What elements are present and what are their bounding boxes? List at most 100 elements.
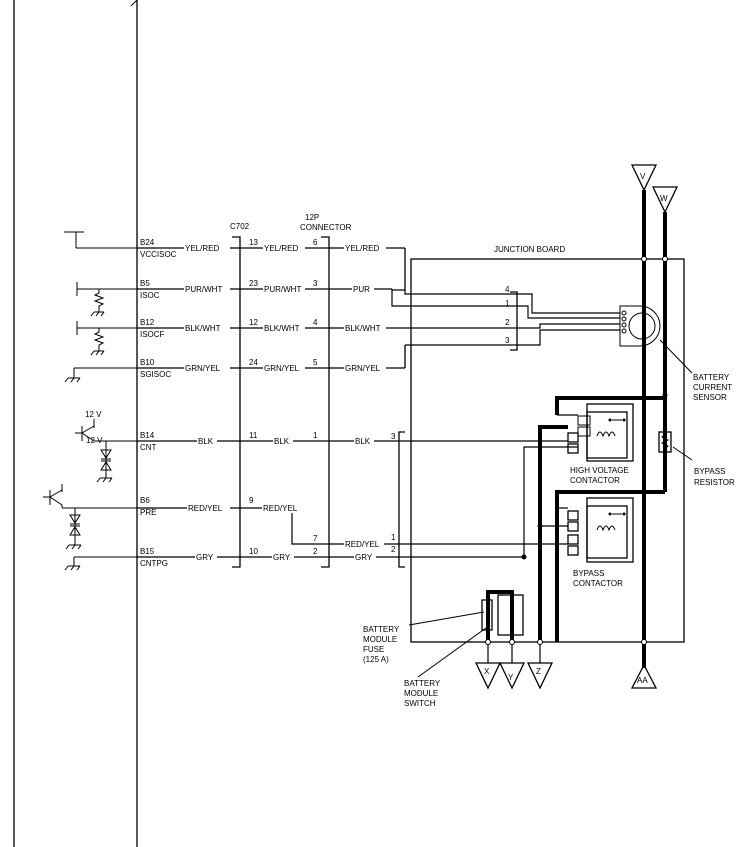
svg-text:(125 A): (125 A) (363, 655, 389, 664)
svg-text:BYPASS: BYPASS (694, 467, 725, 476)
svg-text:GRY: GRY (196, 553, 214, 562)
svg-text:1: 1 (391, 533, 396, 542)
circuit-row: B12 ISOCF BLK/WHT 12 BLK/WHT 4 BLK/WHT (137, 318, 510, 339)
svg-text:PUR/WHT: PUR/WHT (185, 285, 222, 294)
svg-text:GRN/YEL: GRN/YEL (185, 364, 221, 373)
svg-text:24: 24 (249, 358, 258, 367)
svg-text:PUR/WHT: PUR/WHT (264, 285, 301, 294)
svg-text:4: 4 (313, 318, 318, 327)
svg-text:PRE: PRE (140, 508, 156, 517)
svg-text:CONTACTOR: CONTACTOR (570, 476, 620, 485)
svg-text:X: X (484, 667, 490, 676)
svg-text:VCCISOC: VCCISOC (140, 250, 177, 259)
svg-text:10: 10 (249, 547, 258, 556)
svg-text:BLK/WHT: BLK/WHT (345, 324, 381, 333)
svg-text:2: 2 (505, 318, 510, 327)
svg-text:BLK/WHT: BLK/WHT (185, 324, 221, 333)
c702-label: C702 (230, 222, 250, 231)
current-sensor-connector: 4 1 2 3 (391, 285, 620, 351)
svg-text:V: V (640, 172, 646, 181)
svg-text:BATTERY: BATTERY (693, 373, 730, 382)
svg-text:3: 3 (313, 279, 318, 288)
svg-text:Y: Y (508, 673, 514, 682)
svg-text:CNTPG: CNTPG (140, 559, 168, 568)
svg-text:CURRENT: CURRENT (693, 383, 732, 392)
terminal-w: W (651, 186, 679, 214)
svg-text:B14: B14 (140, 431, 155, 440)
svg-text:RED/YEL: RED/YEL (345, 540, 380, 549)
circuit-row: B24 VCCISOC YEL/RED 13 YEL/RED 6 YEL/RED (137, 238, 405, 259)
svg-text:BYPASS: BYPASS (573, 569, 604, 578)
svg-text:11: 11 (249, 431, 258, 440)
svg-text:B5: B5 (140, 279, 150, 288)
12p-label-line2: CONNECTOR (300, 223, 352, 232)
connector-12p: 12P CONNECTOR (300, 213, 352, 568)
svg-text:BATTERY: BATTERY (404, 679, 441, 688)
svg-text:B12: B12 (140, 318, 155, 327)
circuit-row: B5 ISOC PUR/WHT 23 PUR/WHT 3 PUR (137, 279, 392, 300)
svg-text:CONTACTOR: CONTACTOR (573, 579, 623, 588)
svg-text:2: 2 (391, 545, 396, 554)
ecm-internal-circuits: 12 V 12 V (43, 231, 137, 571)
connector-c702: C702 (230, 222, 250, 568)
svg-text:W: W (660, 194, 668, 203)
svg-text:YEL/RED: YEL/RED (185, 244, 219, 253)
svg-text:BLK: BLK (198, 437, 214, 446)
svg-text:PUR: PUR (353, 285, 370, 294)
svg-text:6: 6 (313, 238, 318, 247)
svg-text:12: 12 (249, 318, 258, 327)
battery-module-fuse-switch: BATTERY MODULE FUSE (125 A) BATTERY MODU… (363, 508, 559, 708)
svg-text:MODULE: MODULE (363, 635, 397, 644)
svg-text:AA: AA (637, 676, 648, 685)
svg-text:B15: B15 (140, 547, 155, 556)
high-voltage-contactor: 3 HIGH VOLTAGE CONTACTOR (391, 396, 665, 642)
terminal-y: Y (498, 662, 526, 690)
high-voltage-lines (641, 190, 668, 668)
control-unit-block (13, 0, 138, 847)
svg-text:BATTERY: BATTERY (363, 625, 400, 634)
svg-text:1: 1 (505, 299, 510, 308)
terminal-v: V (630, 164, 658, 192)
svg-text:SENSOR: SENSOR (693, 393, 727, 402)
svg-text:YEL/RED: YEL/RED (345, 244, 379, 253)
svg-text:12 V: 12 V (85, 410, 102, 419)
svg-text:B6: B6 (140, 496, 150, 505)
svg-text:SWITCH: SWITCH (404, 699, 436, 708)
svg-text:GRN/YEL: GRN/YEL (264, 364, 300, 373)
svg-text:RESISTOR: RESISTOR (694, 478, 735, 487)
svg-text:1: 1 (313, 431, 318, 440)
svg-text:RED/YEL: RED/YEL (263, 504, 298, 513)
svg-text:RED/YEL: RED/YEL (188, 504, 223, 513)
svg-text:GRN/YEL: GRN/YEL (345, 364, 381, 373)
svg-text:GRY: GRY (273, 553, 291, 562)
circuit-row: B15 CNTPG GRY 10 GRY 2 GRY (137, 547, 522, 568)
svg-text:BLK: BLK (355, 437, 371, 446)
svg-text:3: 3 (505, 336, 510, 345)
circuit-row: B14 CNT BLK 11 BLK 1 BLK (137, 431, 568, 452)
svg-text:23: 23 (249, 279, 258, 288)
svg-text:Z: Z (536, 667, 541, 676)
svg-text:2: 2 (313, 547, 318, 556)
svg-text:GRY: GRY (355, 553, 373, 562)
svg-text:B10: B10 (140, 358, 155, 367)
svg-text:ISOC: ISOC (140, 291, 160, 300)
svg-text:13: 13 (249, 238, 258, 247)
svg-text:ISOCF: ISOCF (140, 330, 165, 339)
circuit-row: B10 SGISOC GRN/YEL 24 GRN/YEL 5 GRN/YEL (137, 358, 405, 379)
circuit-row: B6 PRE RED/YEL 9 RED/YEL 7 RED/YEL (137, 496, 568, 549)
svg-text:SGISOC: SGISOC (140, 370, 171, 379)
battery-current-sensor: BATTERY CURRENT SENSOR (619, 305, 732, 402)
svg-text:YEL/RED: YEL/RED (264, 244, 298, 253)
svg-text:FUSE: FUSE (363, 645, 384, 654)
terminal-aa: AA (630, 663, 658, 689)
terminal-x: X (474, 662, 502, 690)
svg-text:4: 4 (505, 285, 510, 294)
svg-text:MODULE: MODULE (404, 689, 438, 698)
svg-text:BLK/WHT: BLK/WHT (264, 324, 300, 333)
12p-label-line1: 12P (305, 213, 319, 222)
bypass-contactor: 1 2 BYPASS CONTACTOR (391, 490, 665, 588)
svg-text:CNT: CNT (140, 443, 157, 452)
svg-text:9: 9 (249, 496, 254, 505)
svg-text:B24: B24 (140, 238, 155, 247)
